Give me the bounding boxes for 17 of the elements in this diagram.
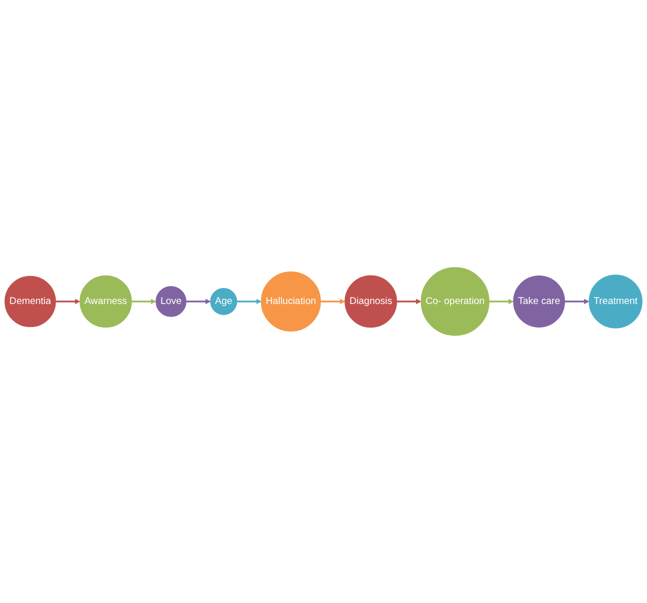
node-circle: Love <box>156 286 186 317</box>
node-circle: Treatment <box>588 274 642 328</box>
arrow <box>132 298 156 304</box>
node-circle: Age <box>210 288 238 316</box>
arrow <box>236 298 262 304</box>
node-circle: Co- operation <box>420 267 490 336</box>
node-circle: Halluciation <box>260 272 321 332</box>
arrow <box>489 298 514 304</box>
node-circle: Dementia <box>4 276 56 328</box>
arrow <box>396 298 422 304</box>
node-circle: Awarness <box>80 275 132 328</box>
node-circle: Take care <box>513 276 566 328</box>
arrow <box>56 298 80 304</box>
arrow <box>564 298 590 304</box>
node-circle: Diagnosis <box>344 275 398 328</box>
arrow <box>320 298 346 304</box>
arrow <box>186 298 211 304</box>
